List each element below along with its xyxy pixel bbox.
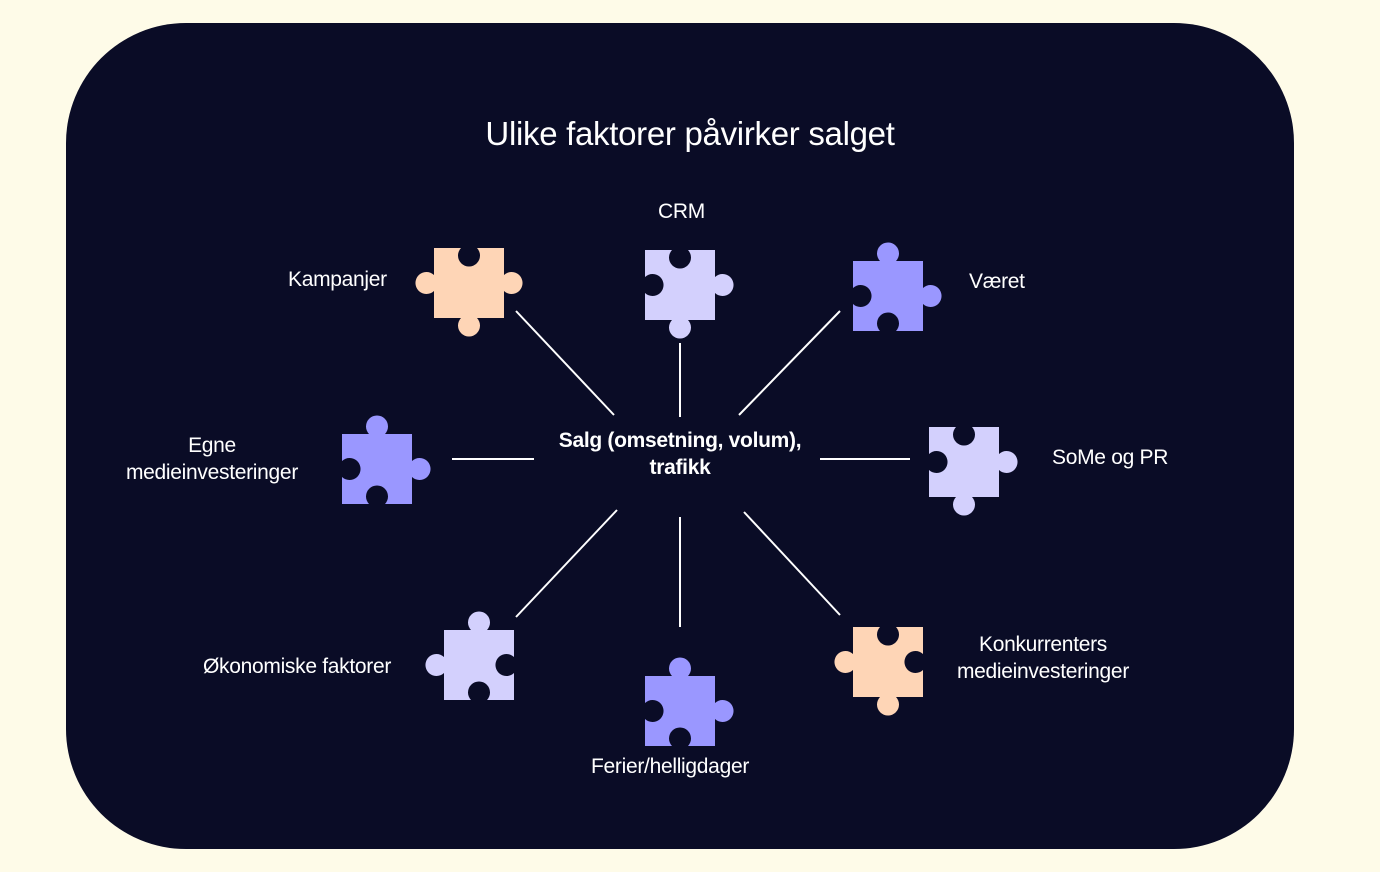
center-label-line-2: trafikk: [649, 456, 711, 479]
factor-label-konkurrenter: Konkurrenters medieinvesteringer: [943, 631, 1143, 685]
diagram-title: Ulike faktorer påvirker salget: [485, 115, 895, 152]
puzzle-piece-icon-kampanjer: [415, 248, 523, 337]
center-label-line-1: Salg (omsetning, volum),: [558, 429, 802, 452]
puzzle-piece-icon-egne: [342, 415, 431, 504]
puzzle-piece-icon-ferier: [645, 657, 734, 746]
factor-label-egne-line-1: Egne: [188, 434, 236, 457]
factor-label-some-line-1: SoMe og PR: [1052, 446, 1169, 469]
factor-label-okonomiske-line-1: Økonomiske faktorer: [203, 655, 392, 678]
puzzle-piece-icon-okonomiske: [425, 611, 514, 700]
factor-label-crm-line-1: CRM: [658, 200, 705, 223]
factor-label-ferier-line-1: Ferier/helligdager: [591, 755, 750, 778]
factor-label-konkurrenter-line-1: Konkurrenters: [979, 633, 1107, 656]
connectors: [452, 310, 910, 627]
connector-kampanjer: [515, 310, 615, 416]
center-node-label: Salg (omsetning, volum), trafikk: [530, 427, 830, 481]
connector-okonomiske: [515, 509, 618, 618]
factor-label-vaeret-line-1: Været: [969, 270, 1025, 293]
puzzle-pieces: [342, 242, 1018, 746]
puzzle-piece-icon-some: [929, 427, 1018, 516]
factor-label-egne: Egne medieinvesteringer: [112, 432, 312, 486]
factor-label-okonomiske: Økonomiske faktorer: [203, 653, 391, 680]
puzzle-piece-icon-vaeret: [853, 242, 942, 331]
factor-label-crm: CRM: [658, 198, 705, 225]
factor-label-egne-line-2: medieinvesteringer: [125, 461, 299, 484]
puzzle-piece-icon-crm: [645, 250, 734, 339]
connector-konkurrenter: [743, 511, 841, 616]
factor-label-some: SoMe og PR: [1052, 444, 1168, 471]
factor-label-vaeret: Været: [969, 268, 1025, 295]
factor-label-kampanjer: Kampanjer: [288, 266, 387, 293]
puzzle-piece-icon-konkurrenter: [834, 627, 923, 716]
factor-label-ferier: Ferier/helligdager: [591, 753, 749, 780]
connector-vaeret: [738, 310, 841, 416]
factor-label-kampanjer-line-1: Kampanjer: [288, 268, 387, 291]
factor-label-konkurrenter-line-2: medieinvesteringer: [956, 660, 1130, 683]
